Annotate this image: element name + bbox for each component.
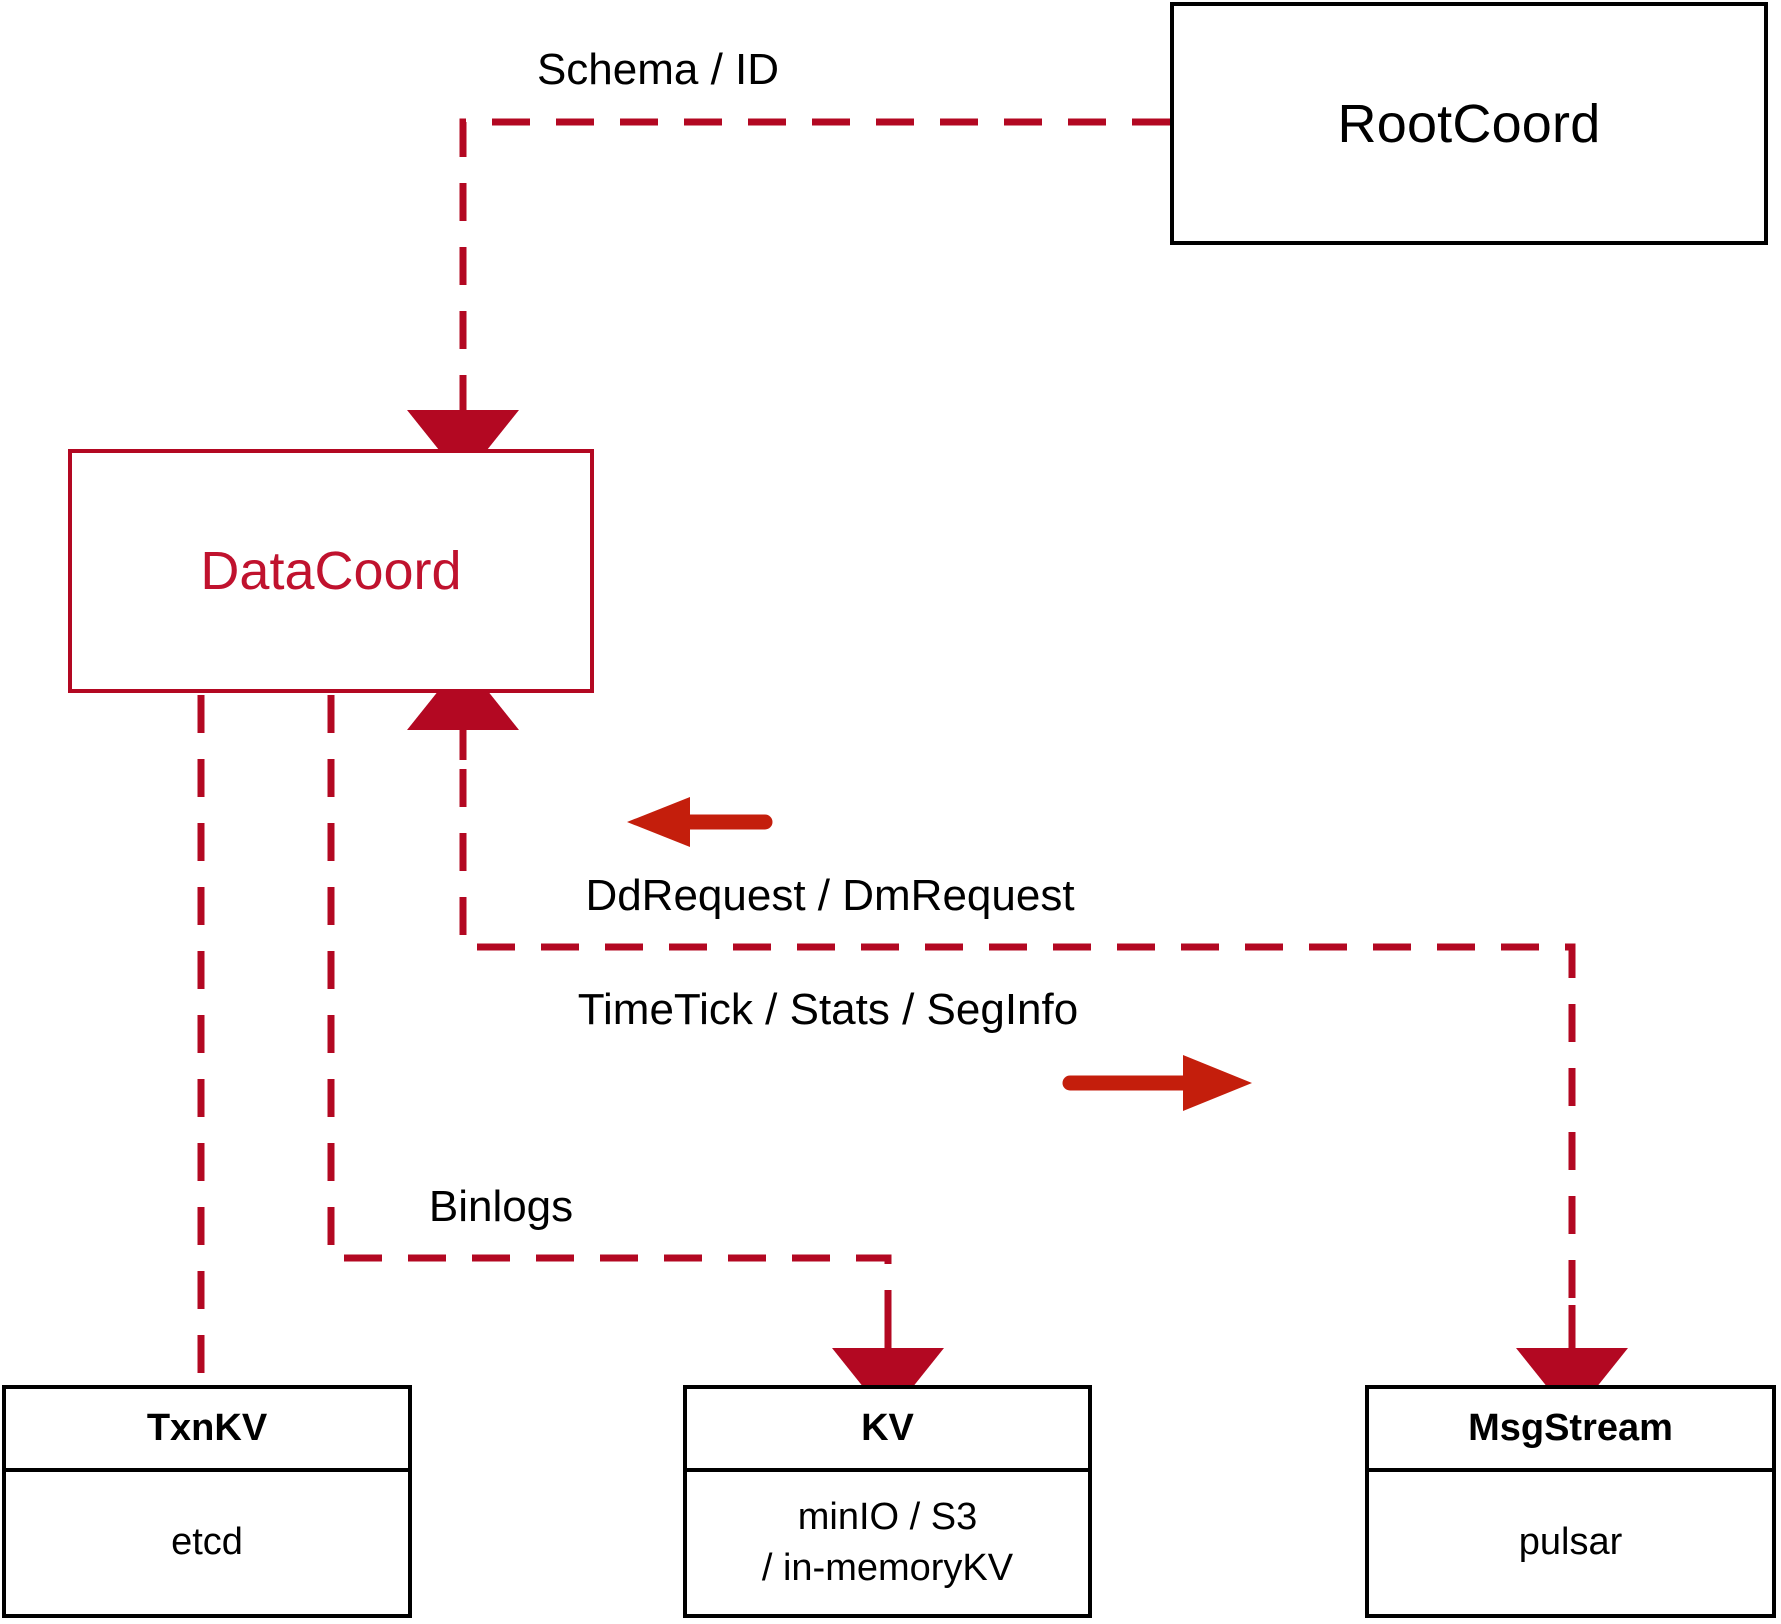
node-datacoord-label: DataCoord xyxy=(200,541,462,601)
node-txnkv-body: etcd xyxy=(6,1472,408,1614)
node-rootcoord[interactable]: RootCoord xyxy=(1170,2,1768,245)
edge-label-schema-id: Schema / ID xyxy=(536,45,780,94)
node-kv-sublabel-1: minIO / S3 xyxy=(797,1495,978,1538)
edge-label-dd-dm-request: DdRequest / DmRequest xyxy=(585,871,1075,920)
node-txnkv-sublabel: etcd xyxy=(171,1521,243,1564)
connector-msgstream-to-datacoord xyxy=(407,660,1628,1418)
edge-label-timetick-stats: TimeTick / Stats / SegInfo xyxy=(577,985,1079,1034)
node-msgstream-title: MsgStream xyxy=(1369,1389,1772,1472)
node-rootcoord-label: RootCoord xyxy=(1337,93,1601,154)
node-msgstream-sublabel: pulsar xyxy=(1518,1521,1623,1564)
inbound-arrow-icon xyxy=(627,797,773,847)
node-txnkv[interactable]: TxnKV etcd xyxy=(2,1385,412,1618)
outbound-arrow-icon xyxy=(1062,1055,1252,1111)
connector-datacoord-to-kv xyxy=(327,695,944,1418)
node-kv-sublabel-2: / in-memoryKV xyxy=(761,1547,1014,1589)
node-msgstream[interactable]: MsgStream pulsar xyxy=(1365,1385,1776,1618)
node-txnkv-title: TxnKV xyxy=(6,1389,408,1472)
node-kv-body: minIO / S3 / in-memoryKV xyxy=(687,1472,1088,1614)
node-kv[interactable]: KV minIO / S3 / in-memoryKV xyxy=(683,1385,1092,1618)
node-msgstream-body: pulsar xyxy=(1369,1472,1772,1614)
connector-rootcoord-to-datacoord xyxy=(407,118,1170,480)
edge-label-binlogs: Binlogs xyxy=(428,1182,574,1231)
node-datacoord[interactable]: DataCoord xyxy=(68,449,594,693)
node-kv-title: KV xyxy=(687,1389,1088,1472)
